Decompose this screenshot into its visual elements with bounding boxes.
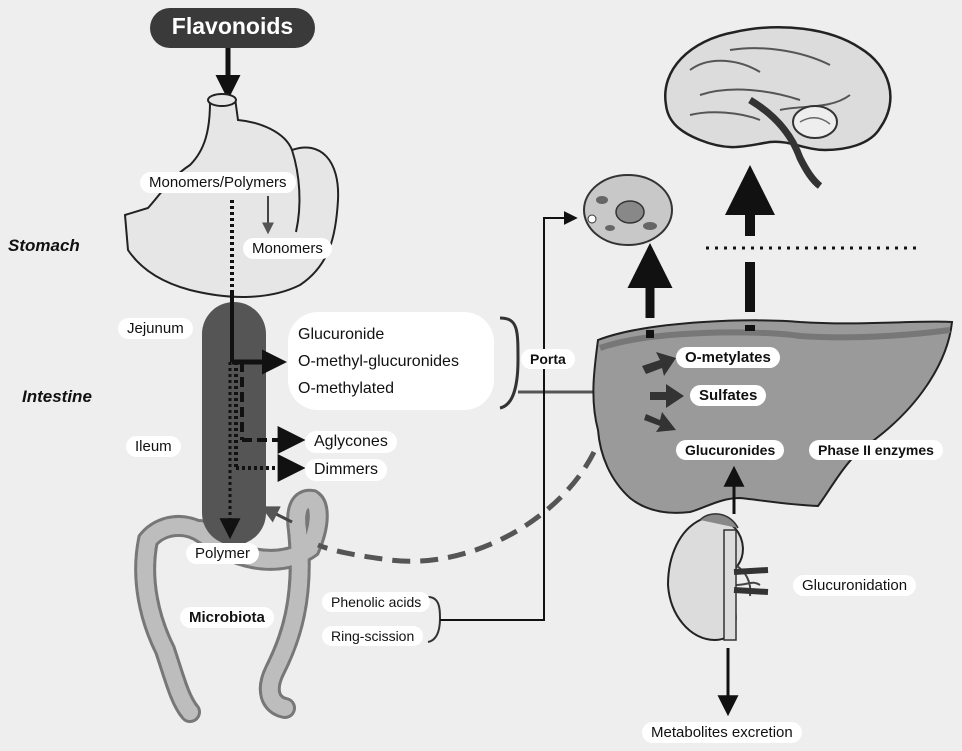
- ring-scission-label: Ring-scission: [322, 626, 423, 646]
- stomach-region-label: Stomach: [8, 236, 80, 256]
- intestine-region-label: Intestine: [22, 387, 92, 407]
- monomers-polymers-label: Monomers/Polymers: [140, 172, 296, 193]
- product-o-methyl-glucuronides: O-methyl-glucuronides: [298, 353, 459, 371]
- sulfates-label: Sulfates: [690, 385, 766, 406]
- dimmers-label: Dimmers: [305, 459, 387, 481]
- monomers-label: Monomers: [243, 238, 332, 259]
- phenolic-acids-label: Phenolic acids: [322, 592, 430, 612]
- title-label: Flavonoids: [150, 13, 315, 40]
- phase-ii-label: Phase II enzymes: [809, 440, 943, 460]
- microbiota-label: Microbiota: [180, 607, 274, 628]
- polymer-label: Polymer: [186, 543, 259, 564]
- o-metylates-label: O-metylates: [676, 347, 780, 368]
- excretion-label: Metabolites excretion: [642, 722, 802, 743]
- product-glucuronide: Glucuronide: [298, 326, 384, 344]
- brain-icon: [665, 27, 890, 150]
- jejunum-label: Jejunum: [118, 318, 193, 339]
- glucuronides-label: Glucuronides: [676, 440, 784, 460]
- porta-label: Porta: [521, 349, 575, 369]
- product-o-methylated: O-methylated: [298, 380, 394, 398]
- aglycones-label: Aglycones: [305, 431, 397, 453]
- ileum-label: Ileum: [126, 436, 181, 457]
- glucuronidation-label: Glucuronidation: [793, 575, 916, 596]
